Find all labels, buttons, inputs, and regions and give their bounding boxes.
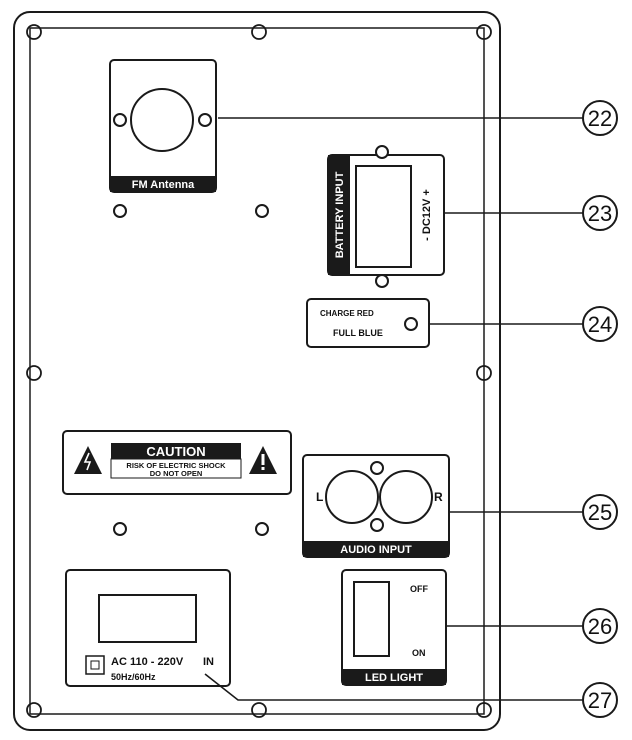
audio-input-label: AUDIO INPUT bbox=[340, 544, 412, 556]
switch-off-label: OFF bbox=[410, 584, 428, 594]
ac-fuse bbox=[90, 660, 100, 670]
caution-title: CAUTION bbox=[146, 444, 205, 459]
callout-24: 24 bbox=[588, 312, 612, 337]
charge-red-label: CHARGE RED bbox=[320, 309, 374, 318]
ac-voltage-label: AC 110 - 220V bbox=[111, 656, 184, 668]
battery-input-module: BATTERY INPUT - DC12V + bbox=[327, 145, 445, 288]
screw-hole bbox=[255, 522, 269, 536]
audio-input-module: L R AUDIO INPUT bbox=[302, 454, 450, 558]
caution-title-bar bbox=[111, 443, 241, 459]
screw-hole bbox=[370, 518, 384, 532]
screw-hole bbox=[370, 461, 384, 475]
ac-fuse-holder bbox=[85, 655, 105, 675]
callout-lines bbox=[204, 117, 583, 701]
dc-voltage-label: - DC12V + bbox=[421, 189, 433, 241]
screw-hole bbox=[476, 365, 492, 381]
audio-right-label: R bbox=[434, 490, 443, 504]
callouts: 22 23 24 25 26 27 bbox=[582, 100, 618, 718]
callout-23: 23 bbox=[588, 201, 612, 226]
callout-circle bbox=[582, 100, 618, 136]
screw-hole bbox=[198, 113, 212, 127]
ac-power-module: AC 110 - 220V IN 50Hz/60Hz bbox=[65, 569, 231, 687]
battery-input-label-bar bbox=[328, 155, 350, 275]
panel-inner-border bbox=[29, 27, 485, 715]
fm-antenna-plate bbox=[109, 59, 217, 193]
fm-antenna-label: FM Antenna bbox=[132, 179, 195, 191]
screw-hole bbox=[26, 702, 42, 718]
battery-input-label: BATTERY INPUT bbox=[334, 171, 346, 258]
callout-26: 26 bbox=[588, 614, 612, 639]
screw-hole bbox=[375, 274, 389, 288]
ac-frequency-label: 50Hz/60Hz bbox=[111, 672, 156, 682]
warning-triangle-icon bbox=[74, 446, 102, 474]
callout-circle bbox=[582, 682, 618, 718]
fm-antenna-socket bbox=[130, 88, 194, 152]
caution-line1: RISK OF ELECTRIC SHOCK bbox=[126, 461, 226, 470]
screw-hole bbox=[476, 702, 492, 718]
charge-indicator-plate bbox=[306, 298, 430, 348]
led-light-module: OFF ON LED LIGHT bbox=[341, 569, 447, 686]
screw-hole bbox=[26, 365, 42, 381]
audio-input-left-socket bbox=[325, 470, 379, 524]
screw-hole bbox=[113, 522, 127, 536]
callout-line-27 bbox=[204, 673, 583, 701]
screw-hole bbox=[113, 113, 127, 127]
caution-plate bbox=[62, 430, 292, 495]
caution-line2: DO NOT OPEN bbox=[150, 469, 203, 478]
screw-hole bbox=[113, 204, 127, 218]
caution-label: CAUTION RISK OF ELECTRIC SHOCK DO NOT OP… bbox=[62, 430, 292, 495]
ac-power-socket bbox=[98, 594, 197, 643]
audio-input-label-bar bbox=[303, 541, 449, 557]
full-blue-label: FULL BLUE bbox=[333, 328, 383, 338]
callout-25: 25 bbox=[588, 500, 612, 525]
fm-antenna-label-bar bbox=[110, 176, 216, 192]
led-light-switch bbox=[353, 581, 390, 657]
audio-input-right-socket bbox=[379, 470, 433, 524]
callout-circle bbox=[582, 494, 618, 530]
led-light-plate bbox=[341, 569, 447, 686]
callout-circle bbox=[582, 306, 618, 342]
screw-hole bbox=[375, 145, 389, 159]
screw-hole bbox=[476, 24, 492, 40]
ac-power-plate bbox=[65, 569, 231, 687]
screw-hole bbox=[251, 24, 267, 40]
callout-circle bbox=[582, 195, 618, 231]
panel-outer bbox=[13, 11, 501, 731]
callout-circle bbox=[582, 608, 618, 644]
callout-22: 22 bbox=[588, 106, 612, 131]
ac-in-label: IN bbox=[203, 656, 214, 668]
lightning-bolt-icon bbox=[83, 452, 92, 471]
screw-hole bbox=[255, 204, 269, 218]
screw-hole bbox=[251, 702, 267, 718]
caution-text-box bbox=[110, 458, 242, 479]
screw-hole bbox=[26, 24, 42, 40]
callout-27: 27 bbox=[588, 688, 612, 713]
exclamation-mark-icon bbox=[261, 454, 265, 465]
fm-antenna-module: FM Antenna bbox=[109, 59, 217, 193]
switch-on-label: ON bbox=[412, 648, 426, 658]
battery-input-socket bbox=[355, 165, 412, 268]
audio-left-label: L bbox=[316, 490, 323, 504]
exclamation-dot bbox=[261, 467, 265, 470]
charge-indicator-module: CHARGE RED FULL BLUE bbox=[306, 298, 430, 348]
panel-screws bbox=[26, 24, 492, 718]
led-light-label: LED LIGHT bbox=[365, 672, 423, 684]
led-light-label-bar bbox=[342, 669, 446, 685]
charge-indicator-led bbox=[404, 317, 418, 331]
